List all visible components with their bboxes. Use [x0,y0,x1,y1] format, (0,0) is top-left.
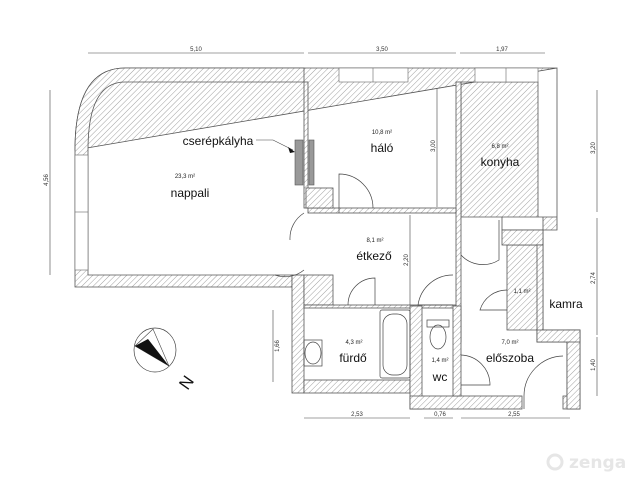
room-name-etkezo: étkező [356,249,392,263]
room-area-furdo: 4,3 m² [345,340,362,346]
dim-top-3: 1,97 [496,47,508,53]
room-name-eloszoba: előszoba [486,351,534,365]
doors [274,173,564,409]
dim-bottom-1: 2,53 [351,412,363,418]
room-area-etkezo: 8,1 m² [366,238,383,244]
room-name-halo: háló [371,141,394,155]
room-area-wc: 1,4 m² [431,358,448,364]
dim-left: 4,56 [44,174,50,186]
stove-arrowhead [288,147,295,153]
dim-right-3: 1,40 [591,359,597,371]
dim-top-1: 5,10 [190,47,202,53]
svg-text:zenga: zenga [569,453,626,473]
dim-top-2: 3,50 [376,47,388,53]
zenga-logo: zenga [546,453,626,473]
dim-bottom-3: 2,55 [508,412,520,418]
north-label: N [175,372,198,393]
room-name-kamra: kamra [549,297,583,311]
stove [294,139,304,186]
room-area-kamra: 1,1 m² [513,289,530,295]
toilet [429,324,447,350]
stove-leader-line [256,139,294,151]
bathtub [379,309,411,379]
room-name-konyha: konyha [481,155,520,169]
compass-icon: N [133,327,198,393]
dim-right-1: 3,20 [591,142,597,154]
dim-furdo: 1,66 [275,340,281,352]
dim-bottom-2: 0,76 [434,412,446,418]
dimension-lines [49,52,598,419]
room-area-konyha: 6,8 m² [491,144,508,150]
fixtures [294,139,450,379]
room-name-furdo: fürdő [339,351,367,365]
room-name-nappali: nappali [171,186,210,200]
dim-right-2: 2,74 [591,272,597,284]
walls [74,67,581,410]
room-area-halo: 10,8 m² [372,130,392,136]
room-area-eloszoba: 7,0 m² [501,340,518,346]
dim-halo-inner: 3,00 [431,140,437,152]
room-area-nappali: 23,3 m² [175,174,195,180]
windows [74,67,539,271]
stove-label: cserépkályha [183,134,254,148]
toilet-tank [426,319,450,328]
washbasin [303,339,323,367]
dim-etkezo-inner: 2,20 [404,254,410,266]
room-name-wc: wc [432,370,448,384]
